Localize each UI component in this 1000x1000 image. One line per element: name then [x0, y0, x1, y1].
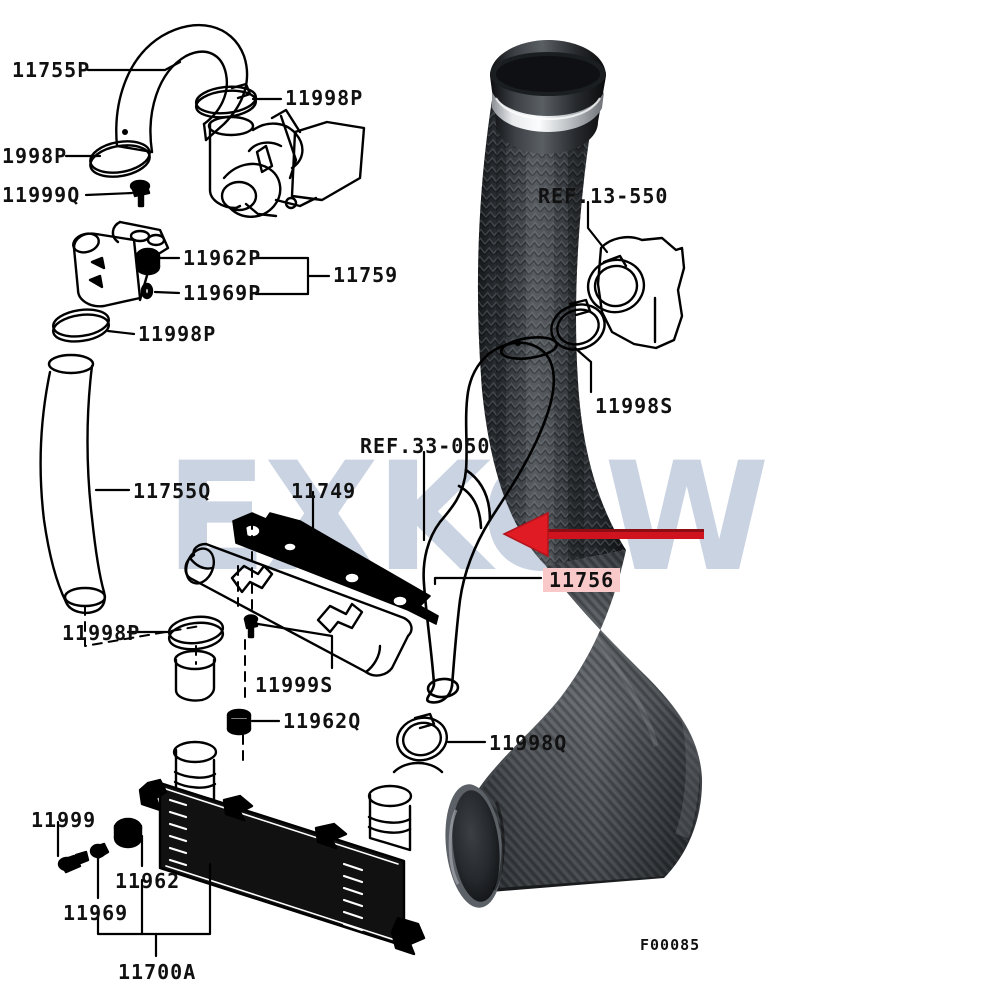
part-label-11969: 11969 — [63, 901, 129, 925]
part-label-11962q: 11962Q — [283, 709, 362, 733]
part-11998q-clamp — [396, 712, 448, 762]
drawing-code: F00085 — [640, 936, 701, 954]
part-label-11998p-mid: 11998P — [138, 322, 217, 346]
part-label-11999q: 11999Q — [2, 183, 81, 207]
part-11998p-clamp-left — [89, 140, 151, 178]
part-11998p-clamp-mid — [52, 308, 110, 343]
leader-lines — [56, 60, 609, 958]
alignment-dashed-lines — [84, 519, 253, 761]
part-11999-bolt — [57, 850, 90, 874]
part-11962-nut — [113, 817, 143, 849]
part-label-11755p: 11755P — [12, 58, 91, 82]
part-11962p-nut — [135, 247, 161, 276]
part-charge-pipe-body — [184, 542, 413, 677]
part-label-11700a: 11700A — [118, 960, 197, 984]
part-11998p-clamp-top — [194, 82, 258, 119]
part-label-11999: 11999 — [31, 808, 97, 832]
red-callout-arrow — [502, 511, 704, 558]
part-11755q-hose — [39, 353, 107, 614]
part-11749-bracket — [232, 512, 439, 625]
part-label-11998s: 11998S — [595, 394, 674, 418]
part-11962q-nut — [226, 708, 252, 736]
part-label-11999s: 11999S — [255, 673, 334, 697]
part-ref-13-550-body — [586, 236, 686, 350]
part-label-11969p: 11969P — [183, 281, 262, 305]
reference-label-13-550: REF.13-550 — [538, 184, 669, 208]
part-11999s-bolt — [243, 614, 259, 639]
part-11700a-intercooler — [138, 740, 426, 956]
part-11759-assembly — [72, 220, 170, 308]
part-label-11998p-low: 11998P — [62, 621, 141, 645]
part-label-11756: 11756 — [543, 568, 621, 592]
part-hose-stub-arc — [392, 761, 444, 774]
part-11969p-washer — [140, 282, 154, 300]
part-11756-hose-outline — [422, 336, 559, 704]
part-11969-washer — [89, 842, 110, 860]
part-label-11962: 11962 — [115, 869, 181, 893]
part-label-11998q: 11998Q — [489, 731, 568, 755]
part-11998s-clamp — [550, 298, 606, 351]
part-pipe-stub — [173, 649, 217, 702]
part-label-11962p: 11962P — [183, 246, 262, 270]
part-label-11755q: 11755Q — [133, 479, 212, 503]
part-intake-assembly — [207, 108, 366, 218]
part-label-11998p-top: 11998P — [285, 86, 364, 110]
reference-label-33-050: REF.33-050 — [360, 434, 491, 458]
part-11755p-hose — [115, 23, 249, 154]
part-label-11749: 11749 — [291, 479, 357, 503]
part-11999q-bolt — [129, 179, 151, 208]
part-label-11998p-clipped: 1998P — [2, 144, 68, 168]
part-label-11759: 11759 — [333, 263, 399, 287]
